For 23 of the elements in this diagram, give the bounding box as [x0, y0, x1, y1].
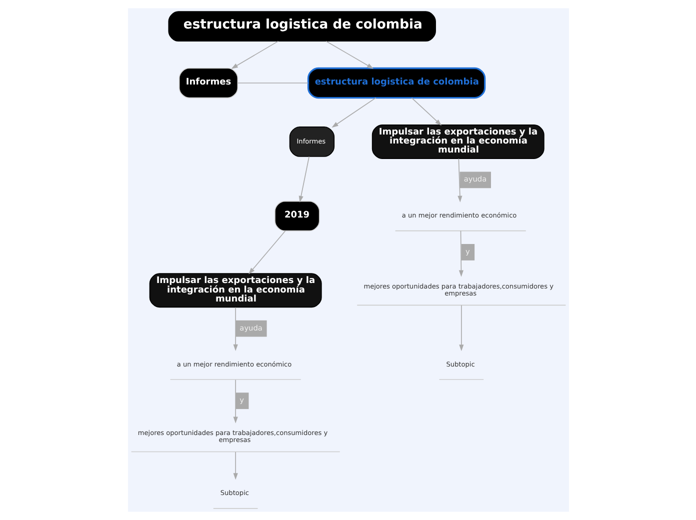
- arrow: [232, 452, 238, 480]
- arrow: [458, 304, 464, 352]
- arrow: [325, 40, 374, 69]
- edge-label: ayuda: [463, 174, 486, 184]
- arrow: [331, 97, 376, 128]
- node-box: Impulsar las exportaciones y la integración en la economía mundial: [148, 273, 322, 308]
- node-box: estructura logistica de colombia: [306, 67, 486, 99]
- arrow: [410, 98, 442, 126]
- arrow: [457, 158, 462, 202]
- arrow: [458, 230, 463, 277]
- edge-label: y: [465, 247, 470, 256]
- node-box: 2019: [274, 200, 320, 232]
- arrow: [298, 156, 310, 202]
- arrow: [230, 40, 278, 69]
- arrow: [248, 230, 286, 274]
- edge-label: y: [239, 396, 244, 405]
- arrow: [232, 306, 238, 352]
- edge-label: ayuda: [239, 323, 262, 332]
- arrow: [232, 379, 238, 424]
- node-box: Impulsar las exportaciones y la integración en la economía mundial: [371, 124, 544, 159]
- node-box: Informes: [178, 68, 238, 98]
- node-box: estructura logistica de colombia: [168, 11, 436, 42]
- connector: [236, 82, 308, 84]
